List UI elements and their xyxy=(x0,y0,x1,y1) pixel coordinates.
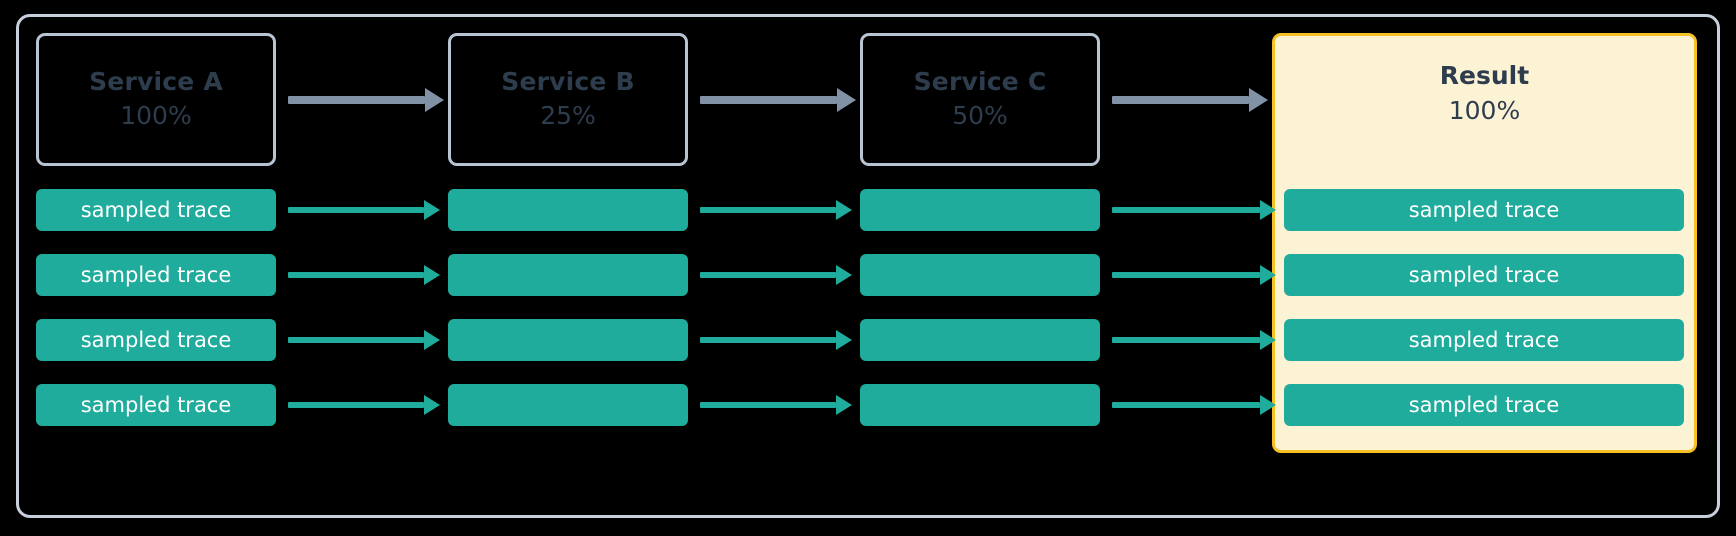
outer-container xyxy=(16,14,1720,518)
arrow-shaft xyxy=(1112,402,1260,408)
service-a-percent: 100% xyxy=(120,101,192,131)
result-panel: Result 100% xyxy=(1272,33,1697,453)
arrow-head-icon xyxy=(424,265,440,285)
arrow-head-icon xyxy=(836,330,852,350)
trace-bar: sampled trace xyxy=(1284,189,1684,231)
trace-bar: sampled trace xyxy=(36,189,276,231)
arrow-shaft xyxy=(700,96,837,104)
arrow-head-icon xyxy=(1260,200,1276,220)
trace-bar xyxy=(860,319,1100,361)
trace-bar xyxy=(860,384,1100,426)
service-c-percent: 50% xyxy=(952,101,1008,131)
trace-bar: sampled trace xyxy=(36,254,276,296)
arrow-shaft xyxy=(288,207,424,213)
arrow-shaft xyxy=(288,402,424,408)
trace-bar xyxy=(448,384,688,426)
arrow-head-icon xyxy=(424,200,440,220)
trace-bar: sampled trace xyxy=(36,384,276,426)
arrow-shaft xyxy=(700,207,836,213)
service-a-name: Service A xyxy=(89,66,223,96)
trace-bar xyxy=(448,319,688,361)
arrow-shaft xyxy=(700,272,836,278)
arrow-shaft xyxy=(1112,207,1260,213)
trace-bar: sampled trace xyxy=(36,319,276,361)
arrow-shaft xyxy=(700,402,836,408)
arrow-shaft xyxy=(1112,272,1260,278)
arrow-head-icon xyxy=(1249,88,1268,112)
trace-bar: sampled trace xyxy=(1284,384,1684,426)
arrow-shaft xyxy=(288,337,424,343)
arrow-shaft xyxy=(288,96,425,104)
arrow-head-icon xyxy=(424,395,440,415)
trace-bar xyxy=(860,254,1100,296)
arrow-head-icon xyxy=(837,88,856,112)
arrow-head-icon xyxy=(836,200,852,220)
trace-bar xyxy=(448,189,688,231)
arrow-head-icon xyxy=(424,330,440,350)
service-b-name: Service B xyxy=(501,66,635,96)
arrow-shaft xyxy=(288,272,424,278)
arrow-head-icon xyxy=(1260,265,1276,285)
service-node-service-a: Service A 100% xyxy=(36,33,276,166)
arrow-shaft xyxy=(1112,96,1249,104)
trace-bar xyxy=(448,254,688,296)
result-title: Result xyxy=(1439,61,1530,90)
result-percent: 100% xyxy=(1448,95,1521,125)
trace-bar: sampled trace xyxy=(1284,319,1684,361)
arrow-shaft xyxy=(700,337,836,343)
service-b-percent: 25% xyxy=(540,101,596,131)
arrow-shaft xyxy=(1112,337,1260,343)
arrow-head-icon xyxy=(836,395,852,415)
arrow-head-icon xyxy=(1260,395,1276,415)
trace-bar: sampled trace xyxy=(1284,254,1684,296)
result-header: Result 100% xyxy=(1275,61,1694,126)
arrow-head-icon xyxy=(1260,330,1276,350)
service-node-service-c: Service C 50% xyxy=(860,33,1100,166)
arrow-head-icon xyxy=(836,265,852,285)
arrow-head-icon xyxy=(425,88,444,112)
trace-bar xyxy=(860,189,1100,231)
service-node-service-b: Service B 25% xyxy=(448,33,688,166)
service-c-name: Service C xyxy=(913,66,1047,96)
